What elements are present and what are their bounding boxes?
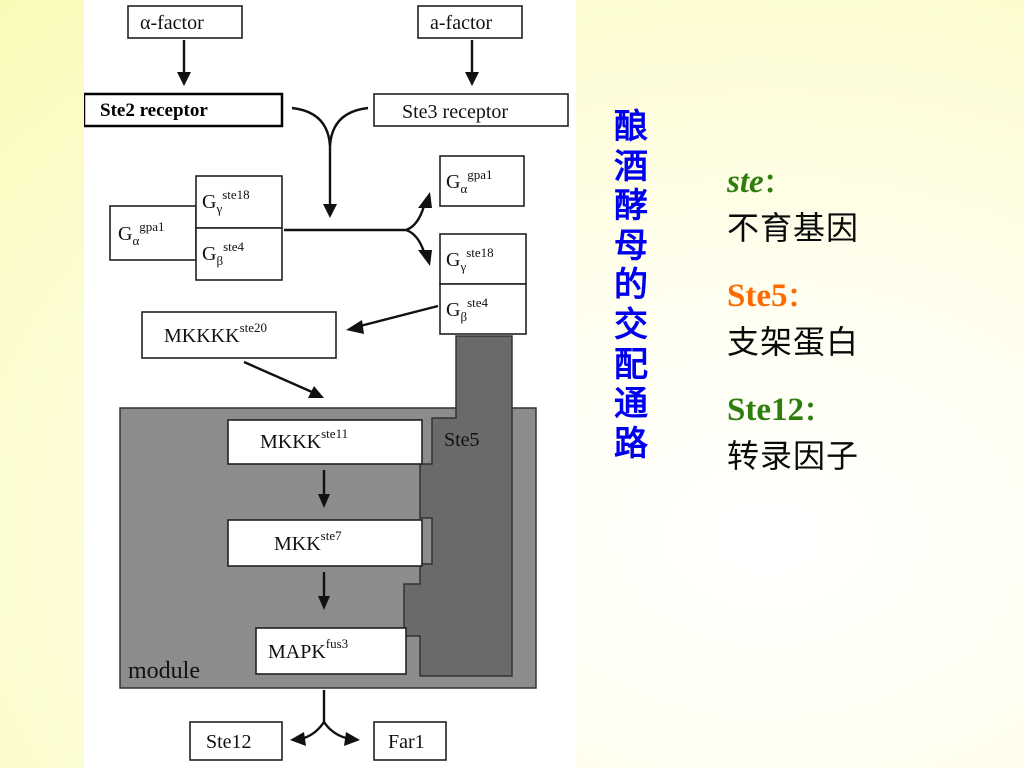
legend-term-ste12-text: Ste12 [727, 392, 804, 428]
legend-colon: ： [804, 397, 831, 427]
legend-desc-ste12: 转录因子 [727, 437, 860, 475]
legend-colon: ： [763, 169, 790, 199]
g-gamma-right: Gγste18 [446, 245, 494, 274]
ste5-scaffold [403, 335, 513, 677]
g-beta-right: Gβste4 [446, 295, 489, 324]
g-beta-left: Gβste4 [202, 239, 245, 268]
title-char: 路 [614, 423, 648, 464]
title-char: 的 [614, 265, 648, 306]
module-label: module [128, 658, 200, 684]
title-char: 酒 [614, 146, 648, 187]
g-gamma-left: Gγste18 [202, 187, 250, 216]
ste12-output-label: Ste12 [206, 731, 252, 753]
title-char: 配 [614, 344, 648, 385]
title-char: 酿 [614, 107, 648, 147]
legend-term-ste-text: ste [727, 164, 764, 200]
pathway-diagram-panel: Ste5 module α-factor a-factor Ste2 recep… [84, 0, 576, 768]
far1-output-label: Far1 [388, 731, 425, 753]
ste3-receptor-label: Ste3 receptor [402, 101, 508, 123]
legend-colon: ： [787, 283, 814, 313]
mkkkk-label: MKKKKste20 [164, 320, 267, 347]
mkk-label: MKKste7 [274, 528, 342, 555]
title-char: 母 [614, 225, 648, 266]
alpha-factor-label: α-factor [140, 12, 204, 34]
title-char: 酵 [614, 186, 648, 227]
mkkk-label: MKKKste11 [260, 426, 348, 453]
g-alpha-right: Gαgpa1 [446, 167, 493, 196]
a-factor-label: a-factor [430, 12, 493, 34]
ste5-label: Ste5 [444, 429, 480, 451]
legend-panel: ste： 不育基因 Ste5： 支架蛋白 Ste12： 转录因子 [727, 160, 987, 502]
legend-term-ste12: Ste12： [727, 388, 987, 432]
ste2-receptor-box [84, 92, 284, 128]
legend-term-ste5: Ste5： [727, 274, 987, 318]
legend-desc-ste5: 支架蛋白 [727, 323, 860, 361]
legend-term-ste: ste： [727, 160, 987, 204]
legend-desc-ste: 不育基因 [727, 209, 860, 247]
mapk-label: MAPKfus3 [268, 636, 348, 663]
legend-term-ste5-text: Ste5 [727, 278, 788, 314]
g-alpha-left: Gαgpa1 [118, 219, 165, 248]
title-char: 交 [614, 304, 648, 345]
slide-title-vertical: 酿 酒 酵 母 的 交 配 通 路 [606, 107, 656, 464]
ste2-receptor-label: Ste2 receptor [100, 100, 208, 121]
title-char: 通 [614, 384, 648, 425]
pathway-diagram: Ste5 module α-factor a-factor Ste2 recep… [84, 5, 569, 761]
